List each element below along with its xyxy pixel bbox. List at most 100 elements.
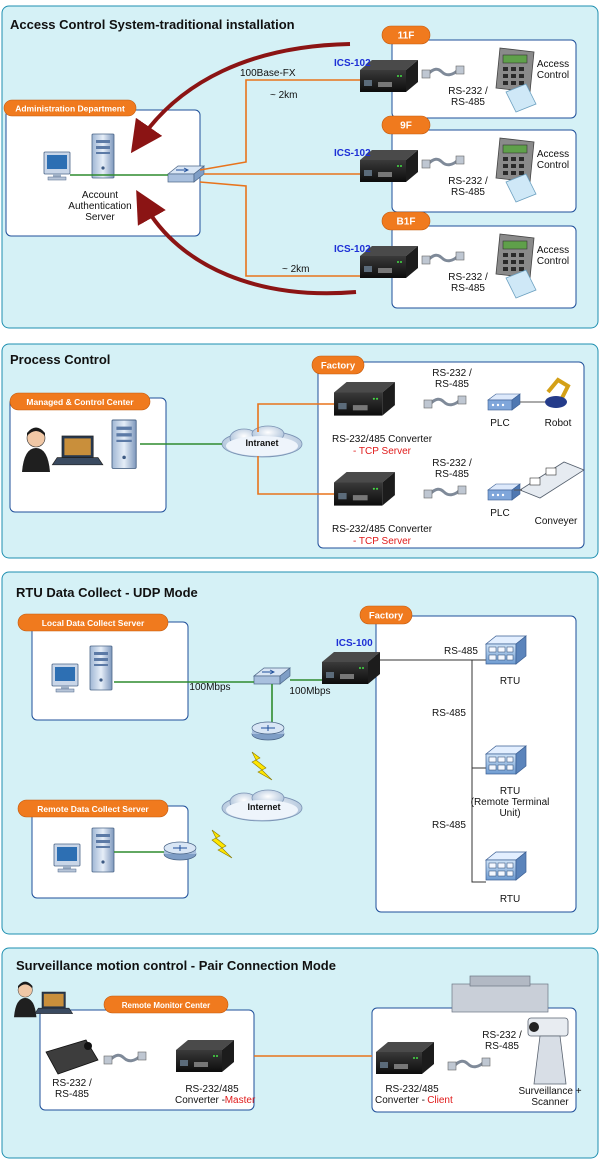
fiber-to-B1F — [199, 181, 360, 277]
access-title: Access Control System-traditional instal… — [10, 17, 295, 32]
right-serial-label: RS-485 — [485, 1041, 519, 1052]
upper-serial-label: RS-485 — [435, 379, 469, 390]
distance-bottom-label: ~ 2km — [282, 264, 310, 275]
floor-tag-B1F-label: B1F — [397, 217, 416, 228]
distance-top-label: ~ 2km — [270, 90, 298, 101]
rs485-label: RS-485 — [444, 646, 478, 657]
admin-server-label: Authentication — [68, 201, 131, 212]
rtu-label: RTU — [500, 786, 520, 797]
lower-serial-label: RS-485 — [435, 469, 469, 480]
return-arrow-bottom — [136, 190, 357, 296]
access-keypad-icon — [495, 47, 535, 93]
control-server-icon — [111, 419, 137, 469]
ics100-converter-icon — [322, 652, 380, 684]
process-title: Process Control — [10, 352, 110, 367]
lower-mode-label: - TCP Server — [353, 536, 412, 547]
upper-converter-icon — [334, 382, 395, 416]
control-center-tag-label: Managed & Control Center — [26, 397, 134, 407]
conveyer-label: Conveyer — [535, 516, 578, 527]
remote-server-tag-label: Remote Data Collect Server — [37, 804, 149, 814]
monitor-center-tag-label: Remote Monitor Center — [122, 1001, 210, 1010]
upper-plc-icon — [487, 393, 521, 411]
speed-right-label: 100Mbps — [289, 686, 330, 697]
rtu-factory-tag — [359, 605, 413, 625]
floor-serial-label: RS-485 — [451, 97, 485, 108]
rtu-label: Unit) — [499, 808, 520, 819]
access-control-label: Control — [537, 70, 569, 81]
building-roof-icon — [469, 975, 531, 987]
floor-tag-11F — [381, 25, 431, 45]
access-control-label: Access — [537, 149, 569, 160]
rtu-icon — [485, 635, 527, 665]
upper-router-icon — [251, 721, 285, 741]
local-server-tag-label: Local Data Collect Server — [42, 618, 145, 628]
ics102-label: ICS-102 — [334, 244, 371, 255]
monitor-center-tag — [103, 995, 229, 1014]
upper-mode-label: - TCP Server — [353, 446, 412, 457]
process-factory-tag — [311, 355, 365, 375]
upper-plc-label: PLC — [490, 418, 509, 429]
joystick-icon — [84, 1042, 92, 1050]
surveillance-title: Surveillance motion control - Pair Conne… — [16, 958, 336, 973]
rtu-label: (Remote Terminal — [471, 797, 550, 808]
floor-tag-9F — [381, 115, 431, 135]
ics102-label: ICS-102 — [334, 58, 371, 69]
master-converter-icon — [176, 1040, 234, 1072]
lower-plc-label: PLC — [490, 508, 509, 519]
admin-server-icon — [91, 133, 115, 179]
access-control-label: Control — [537, 160, 569, 171]
upper-serial-label: RS-232 / — [432, 368, 472, 379]
left-serial-label: RS-485 — [55, 1089, 89, 1100]
client-converter-label: RS-232/485 — [385, 1084, 439, 1095]
access-control-label: Access — [537, 59, 569, 70]
intranet-label: Intranet — [245, 438, 278, 448]
master-converter-label: RS-232/485 — [185, 1084, 239, 1095]
floor-box-9F — [391, 129, 577, 213]
wireless-link-upper-icon — [251, 751, 273, 781]
rtu-factory-tag-label: Factory — [369, 611, 404, 622]
robot-base-icon — [545, 396, 567, 408]
access-control-label: Control — [537, 256, 569, 267]
rtu-icon — [485, 851, 527, 881]
admin-tag-label: Administration Department — [15, 104, 125, 114]
floor-serial-label: RS-232 / — [448, 272, 488, 283]
internet-label: Internet — [247, 802, 280, 812]
lower-serial-label: RS-232 / — [432, 458, 472, 469]
left-serial-label: RS-232 / — [52, 1078, 92, 1089]
master-converter-label: Converter - — [175, 1095, 225, 1106]
upper-converter-label: RS-232/485 Converter — [332, 434, 433, 445]
camera-lens-icon — [529, 1022, 539, 1032]
admin-server-label: Server — [85, 212, 115, 223]
floor-serial-label: RS-232 / — [448, 86, 488, 97]
floor-serial-label: RS-485 — [451, 187, 485, 198]
rtu-icon — [485, 745, 527, 775]
robot-label: Robot — [545, 418, 572, 429]
access-keypad-icon — [495, 137, 535, 183]
floor-serial-label: RS-232 / — [448, 176, 488, 187]
intranet-to-upper-converter — [257, 403, 336, 432]
lower-router-icon — [163, 841, 197, 861]
remote-server-icon — [91, 827, 115, 873]
speed-left-label: 100Mbps — [189, 682, 230, 693]
floor-serial-label: RS-485 — [451, 283, 485, 294]
rtu-label: RTU — [500, 894, 520, 905]
client-converter-label: Converter - — [375, 1095, 425, 1106]
camera-label: Surveillance + — [518, 1086, 581, 1097]
access-keypad-icon — [495, 233, 535, 279]
local-server-icon — [89, 645, 113, 691]
intranet-to-lower-converter — [257, 456, 336, 495]
master-role-label: Master — [225, 1095, 256, 1106]
access-control-label: Access — [537, 245, 569, 256]
admin-tag — [3, 99, 137, 117]
camera-label: Scanner — [531, 1097, 569, 1108]
fiber-to-11F — [199, 79, 360, 171]
client-role-label: Client — [427, 1095, 453, 1106]
building-icon — [451, 983, 549, 1013]
rtu-label: RTU — [500, 676, 520, 687]
right-serial-label: RS-232 / — [482, 1030, 522, 1041]
rs485-label: RS-485 — [432, 708, 466, 719]
ics100-label: ICS-100 — [336, 638, 373, 649]
ics102-label: ICS-102 — [334, 148, 371, 159]
